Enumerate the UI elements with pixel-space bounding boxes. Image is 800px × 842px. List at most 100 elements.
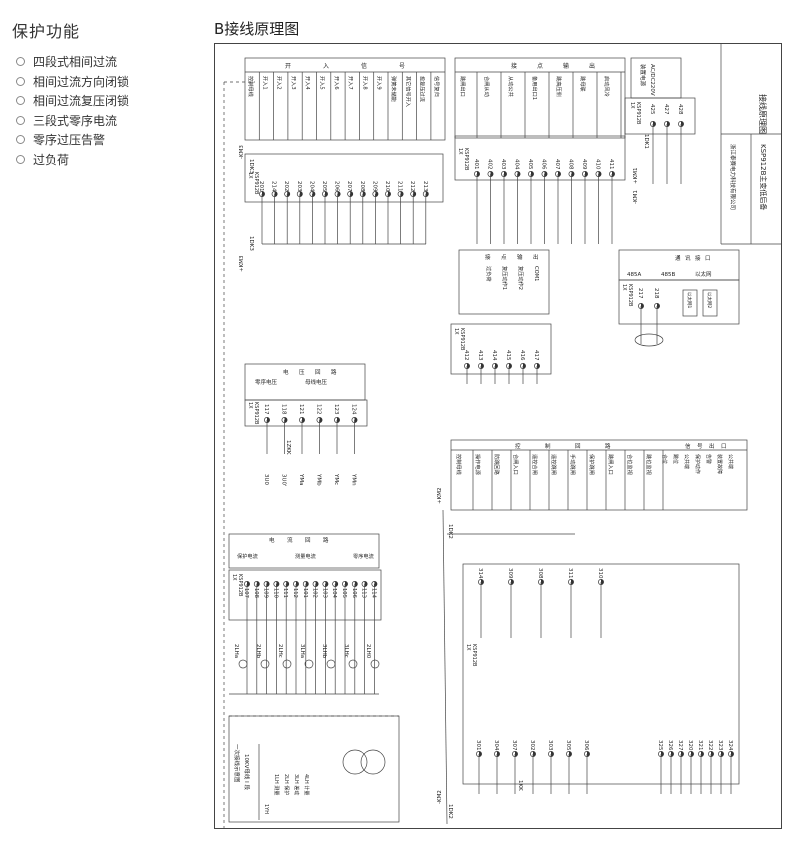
ct-coil-icon [370, 659, 380, 669]
terminal-fill [691, 751, 694, 757]
input-label: 信号复归 [433, 76, 441, 97]
input-header-char: 信 [361, 62, 367, 70]
input-terminal-number: 204 [308, 181, 314, 192]
output-mid-terminal-box [450, 323, 552, 375]
signal-label: 跳位 [672, 454, 679, 464]
comm-terminal-box [618, 279, 740, 325]
transformer-winding-icon [360, 749, 386, 775]
control-terminal-number: 323 [717, 740, 723, 751]
input-terminal-number: 206 [334, 181, 340, 192]
output-terminal-number: 409 [581, 159, 587, 170]
input-label: 弹簧未储能 [390, 76, 398, 102]
ct-winding-label: 1LH 测量 [273, 774, 280, 795]
list-item: 相间过流复压闭锁 [12, 91, 202, 111]
terminal-fill [337, 417, 340, 423]
ct-label: 2LH0 [365, 644, 371, 659]
control-header-char: 控 [515, 442, 521, 450]
circle-bullet-icon [16, 135, 25, 145]
pt-label: 1YH [263, 804, 269, 814]
control-header-char: 回 [575, 443, 581, 450]
dk-label: 1DK1 [643, 134, 649, 149]
output-label: 从动公共 [507, 76, 515, 97]
ct-label: 3LHa [299, 644, 305, 658]
comm-terminal-number: 217 [637, 288, 643, 299]
control-label: 遥控合闸 [531, 454, 539, 475]
terminal-fill [681, 121, 684, 127]
device-label: KSP912B [463, 148, 469, 171]
voltage-terminal-number: 121 [298, 404, 304, 415]
terminal-fill [286, 581, 289, 587]
company-name: 浙江泰赛电力科技有限公司 [729, 144, 737, 210]
power-title: 装置电源 [639, 64, 647, 87]
control-terminal-number: 303 [547, 740, 553, 751]
current-terminal-number: 110 [272, 588, 278, 598]
control-label: 遥控跳闸 [550, 454, 558, 475]
control-terminal-number: 307 [511, 740, 517, 751]
output-terminal-number: 403 [500, 159, 506, 170]
group-label: 1X [629, 102, 635, 109]
switch-label: 1ZKK [285, 440, 291, 455]
terminal-fill [388, 191, 391, 197]
bus-label: 10KV母线 I 段 [243, 754, 251, 790]
output-mid-terminal-number: 413 [477, 350, 483, 361]
control-header-char: 路 [605, 442, 611, 450]
control-label: 合位监视 [626, 454, 634, 475]
voltage-label: YMa [298, 473, 304, 485]
output-mid-label: 复压动作2 [517, 266, 525, 290]
terminal-fill [262, 191, 265, 197]
current-sub-label: 测量电流 [295, 552, 316, 560]
current-sub-label: 保护电流 [237, 552, 258, 560]
group-label: 1X [231, 574, 237, 581]
input-label: 开入4 [304, 76, 311, 90]
terminal-fill [653, 121, 656, 127]
output-terminal-number: 401 [473, 159, 479, 170]
circle-bullet-icon [16, 57, 25, 67]
terminal-fill [299, 191, 303, 197]
output-label: 备用出口1 [531, 76, 539, 100]
terminal-fill [558, 171, 561, 177]
output-header-char: 点 [537, 62, 543, 70]
comm-terminal-number: 218 [653, 288, 659, 299]
output-mid-header-char: 输 [517, 253, 523, 261]
km-label: +KM2 [437, 488, 443, 504]
input-terminal-number: 203 [296, 181, 302, 192]
terminal-fill [374, 581, 377, 587]
terminal-fill [517, 171, 521, 177]
output-mid-terminal-number: 417 [533, 350, 539, 361]
terminal-fill [481, 579, 484, 585]
control-header-char: 制 [545, 442, 551, 450]
terminal-fill [479, 751, 482, 757]
signal-label: 合位 [661, 454, 668, 464]
current-sub-label: 零序电流 [353, 552, 374, 560]
control-terminal-number: 304 [493, 740, 499, 751]
terminal-fill [587, 751, 590, 757]
ct-winding-label: 2LH 保护 [283, 774, 290, 795]
group-label: 1X [465, 644, 471, 651]
device-label: KSP912B [635, 102, 641, 125]
ct-coil-icon [238, 659, 248, 669]
output-terminal-number: 410 [595, 159, 601, 170]
input-label: 开入3 [290, 76, 297, 90]
comm-item: 以太网 [695, 270, 712, 278]
control-terminal-number: 302 [529, 740, 535, 751]
terminal-fill [598, 171, 602, 177]
terminal-fill [541, 579, 544, 585]
power-header-box [630, 57, 682, 99]
voltage-terminal-number: 118 [281, 404, 287, 415]
ct-label: 2LHb [255, 644, 261, 659]
dk-label: 1DK3 [248, 159, 254, 174]
control-label: 手动跳闸 [569, 454, 577, 475]
voltage-label: YMn [351, 473, 357, 486]
output-terminal-number: 406 [541, 159, 547, 170]
signal-label: 保护动作 [694, 454, 701, 474]
transformer-winding-icon [342, 749, 368, 775]
current-title-char: 路 [323, 536, 329, 544]
terminal-fill [467, 363, 470, 369]
comm-title-char: 通 [675, 254, 681, 262]
terminal-fill [711, 751, 714, 757]
terminal-fill [425, 191, 429, 197]
current-terminal-number: 105 [341, 588, 347, 598]
input-label: 开入7 [347, 76, 354, 90]
terminal-fill [315, 581, 319, 587]
control-label: 操作电源 [474, 454, 482, 476]
